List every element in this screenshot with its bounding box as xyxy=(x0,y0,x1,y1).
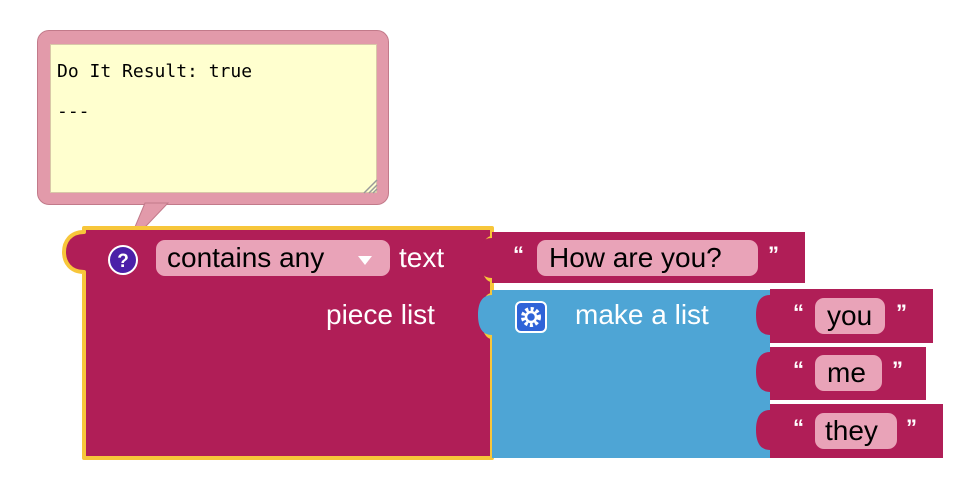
result-text-area[interactable]: Do It Result: true --- xyxy=(50,44,377,193)
item-open-quote: “ xyxy=(793,415,804,440)
gear-icon[interactable] xyxy=(515,301,547,333)
item-close-quote: ” xyxy=(896,300,907,325)
item-open-quote: “ xyxy=(793,300,804,325)
help-icon[interactable]: ? xyxy=(107,244,139,276)
list-item-you[interactable]: you xyxy=(815,298,885,334)
item-open-quote: “ xyxy=(793,357,804,382)
text-value-field[interactable]: How are you? xyxy=(537,240,758,276)
close-quote: ” xyxy=(768,242,779,267)
item-close-quote: ” xyxy=(906,415,917,440)
result-separator: --- xyxy=(57,101,90,122)
make-a-list-label: make a list xyxy=(575,299,709,330)
svg-text:?: ? xyxy=(117,251,129,272)
item-close-quote: ” xyxy=(892,357,903,382)
chevron-down-icon xyxy=(358,256,372,265)
open-quote: “ xyxy=(513,242,524,267)
piece-socket-label: piece list xyxy=(326,299,435,330)
resize-grip-icon[interactable] xyxy=(362,178,378,194)
text-socket-label: text xyxy=(399,242,445,273)
mode-dropdown[interactable]: contains any xyxy=(156,240,390,276)
list-item-me[interactable]: me xyxy=(815,355,882,391)
result-line: Do It Result: true xyxy=(57,61,253,82)
mode-dropdown-label: contains any xyxy=(167,242,325,273)
list-item-they[interactable]: they xyxy=(815,413,897,449)
